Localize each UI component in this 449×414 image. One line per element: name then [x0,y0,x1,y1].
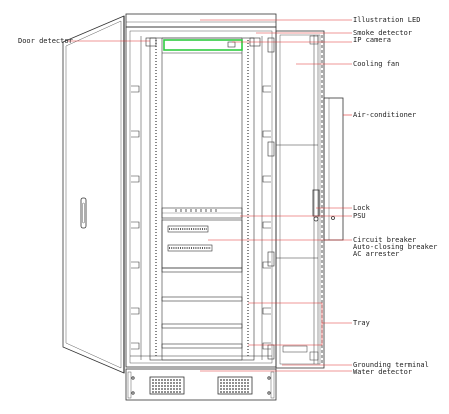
right-door [275,30,325,369]
top-devices [145,37,261,51]
label-ip-camera: IP camera [353,36,391,44]
labels: Door detector Illustration LED Smoke det… [18,16,437,376]
psu-unit [161,207,243,219]
vent-slats [152,379,250,393]
label-lock: Lock [353,204,371,212]
left-door-handle [80,197,87,229]
cabinet-body [125,13,277,368]
illustration-led-bar [163,39,243,51]
plinth [125,368,277,401]
breaker-panel [161,219,243,269]
label-psu: PSU [353,212,366,220]
label-air-conditioner: Air-conditioner [353,111,416,119]
label-auto-closing-breaker: Auto-closing breaker [353,243,437,251]
grounding-terminal-device [282,345,308,353]
air-conditioner-unit [323,97,344,241]
label-tray: Tray [353,319,370,327]
trays [161,267,243,349]
door-detector-device [145,37,157,47]
left-vent [149,376,185,395]
psu-vents [175,209,217,212]
label-smoke-detector: Smoke detector [353,29,412,37]
breaker-switches [169,228,211,249]
label-circuit-breaker: Circuit breaker [353,236,416,244]
leader-lines [68,19,352,372]
right-vent [217,376,253,395]
rack-rail-holes [155,40,249,358]
label-illustration-led: Illustration LED [353,16,420,24]
left-door [62,15,125,374]
ip-camera-device [227,41,236,48]
label-grounding-terminal: Grounding terminal [353,361,429,369]
lock-knob [313,216,319,222]
hinges [267,37,275,360]
label-water-detector: Water detector [353,368,412,376]
label-door-detector: Door detector [18,37,73,45]
label-cooling-fan: Cooling fan [353,60,399,68]
label-ac-arrester: AC arrester [353,250,399,258]
side-brackets [131,85,271,350]
leader-tray-bracket [248,302,323,346]
